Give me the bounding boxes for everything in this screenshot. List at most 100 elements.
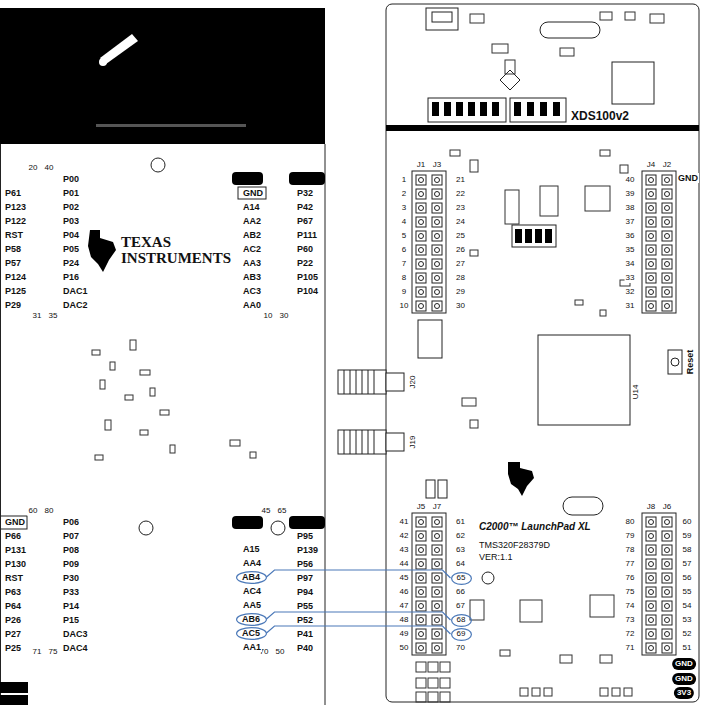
- pin-number: 3: [401, 203, 407, 213]
- header-pin: [432, 615, 442, 625]
- pin-hole: [419, 534, 424, 539]
- header-pin: [662, 587, 672, 597]
- pin-hole: [649, 590, 654, 595]
- pin-number: 50: [399, 643, 410, 653]
- header-pin: [662, 217, 672, 227]
- header-pin: [662, 559, 672, 569]
- header-pin: [416, 301, 426, 311]
- pin-hole: [419, 590, 424, 595]
- pin-number: 60: [28, 506, 39, 516]
- callout-text: AC5: [242, 628, 260, 638]
- header-pin: [662, 175, 672, 185]
- jumper: [438, 480, 447, 498]
- pin-number: 6: [401, 245, 407, 255]
- smd-part: [416, 662, 426, 672]
- header-pin: [646, 287, 656, 297]
- pin-label: GND: [4, 517, 26, 527]
- pin-label: P58: [4, 244, 22, 254]
- pin-number: 8: [401, 273, 407, 283]
- header-pin: [662, 245, 672, 255]
- pin-label: AC3: [242, 286, 262, 296]
- header-pin: [416, 175, 426, 185]
- callout-text: AB6: [242, 614, 260, 624]
- connector-designator: U14: [631, 384, 641, 401]
- connector-designator: J4: [646, 160, 656, 170]
- ellipse-outline: [451, 572, 471, 584]
- pin-number: 73: [625, 615, 636, 625]
- header-pin: [662, 517, 672, 527]
- pin-number: 9: [401, 287, 407, 297]
- power-pin-label: GND: [672, 658, 696, 670]
- connector-designator: J7: [432, 502, 442, 512]
- smd-part: [110, 362, 115, 370]
- pin-circle: 68: [451, 614, 472, 627]
- mcu-chip: [538, 335, 630, 425]
- header-pin: [662, 273, 672, 283]
- pin-label: AB3: [242, 272, 262, 282]
- header-pin: [432, 287, 442, 297]
- smd-part: [470, 160, 478, 172]
- board-title: C2000™ LaunchPad XL: [478, 522, 592, 532]
- header-pin: [646, 545, 656, 555]
- usb-connector: [426, 8, 458, 30]
- pin-hole: [419, 576, 424, 581]
- pin-label: RST: [4, 573, 24, 583]
- pin-number: 70: [455, 643, 466, 653]
- pin-hole: [665, 604, 670, 609]
- pin-hole: [665, 248, 670, 253]
- pin-label: AB2: [242, 230, 262, 240]
- header-pin: [432, 245, 442, 255]
- pin-number: 51: [682, 643, 693, 653]
- pin-hole: [649, 534, 654, 539]
- header-pin: [646, 175, 656, 185]
- pin-number: 79: [625, 531, 636, 541]
- pin-number: 30: [279, 311, 290, 321]
- switch-lever: [545, 229, 552, 243]
- header-pin: [646, 273, 656, 283]
- pin-label: P125: [4, 286, 27, 296]
- switch-lever: [432, 102, 439, 116]
- smd-part: [440, 692, 450, 702]
- pin-hole: [665, 192, 670, 197]
- pin-label: P64: [4, 601, 22, 611]
- smd-part: [92, 350, 100, 355]
- ellipse-outline: [451, 614, 471, 626]
- pin-hole: [435, 220, 440, 225]
- pin-label: P56: [296, 559, 314, 569]
- callout-text: 69: [457, 629, 466, 639]
- pin-tab: [0, 516, 27, 529]
- header-pin: [416, 559, 426, 569]
- pin-hole: [649, 548, 654, 553]
- pin-hole: [435, 276, 440, 281]
- pin-number: 72: [625, 629, 636, 639]
- pin-hole: [435, 248, 440, 253]
- header-pin: [416, 573, 426, 583]
- pin-hole: [435, 548, 440, 553]
- header-pin: [662, 203, 672, 213]
- header-pin: [662, 231, 672, 241]
- generated-parts: [92, 12, 676, 702]
- pin-label: P25: [4, 643, 22, 653]
- pin-label: P24: [62, 258, 80, 268]
- pin-hole: [649, 220, 654, 225]
- pin-number: 26: [455, 245, 466, 255]
- pin-number: 75: [48, 647, 59, 657]
- pin-hole: [665, 548, 670, 553]
- smd-part: [450, 150, 460, 156]
- callout-text: AB4: [242, 572, 260, 582]
- smd-part: [140, 370, 150, 375]
- pin-hole: [665, 632, 670, 637]
- callout-text: 65: [457, 573, 466, 583]
- pin-label: P09: [62, 559, 80, 569]
- pin-hole: [435, 178, 440, 183]
- pin-label: P06: [62, 517, 80, 527]
- smd-part: [600, 310, 606, 316]
- pin-label: P07: [62, 531, 80, 541]
- header-pin: [432, 545, 442, 555]
- ic-chip: [612, 62, 654, 104]
- smd-part: [505, 60, 515, 74]
- pin-hole: [435, 290, 440, 295]
- pin-hole: [435, 206, 440, 211]
- pin-hole: [649, 618, 654, 623]
- ti-logo: [88, 230, 116, 272]
